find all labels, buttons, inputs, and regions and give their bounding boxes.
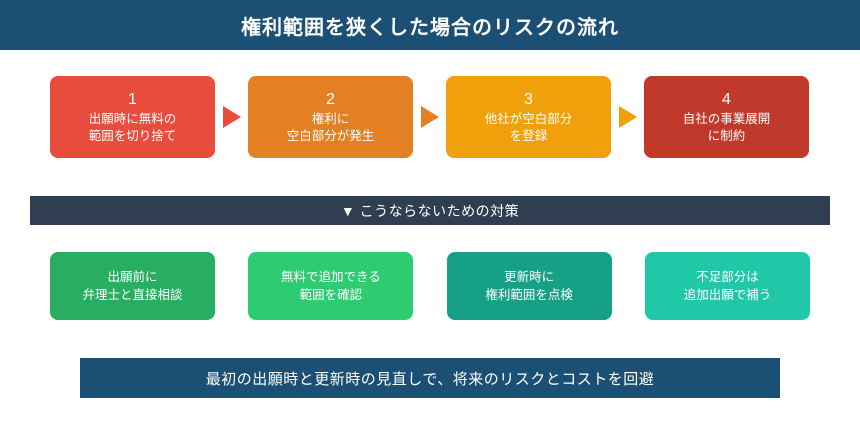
conclusion-banner: 最初の出願時と更新時の見直しで、将来のリスクとコストを回避 <box>80 358 780 398</box>
arrow-right-triangle-icon <box>222 106 241 128</box>
flow-step-3-number: 3 <box>524 90 533 108</box>
flow-step-4-number: 4 <box>722 90 731 108</box>
flow-step-2-number: 2 <box>326 90 335 108</box>
flow-arrow-3 <box>611 76 644 158</box>
measure-card-2-label: 無料で追加できる 範囲を確認 <box>280 270 381 302</box>
arrow-right-triangle-icon <box>420 106 439 128</box>
triangle-down-icon: ▼ <box>340 202 356 219</box>
measure-card-3[interactable]: 更新時に 権利範囲を点検 <box>446 252 612 320</box>
page-title: 権利範囲を狭くした場合のリスクの流れ <box>241 16 619 39</box>
flow-step-4[interactable]: 4 自社の事業展開 に制約 <box>644 76 809 158</box>
flow-step-4-label: 自社の事業展開 に制約 <box>682 111 771 143</box>
measure-card-3-label: 更新時に 権利範囲を点検 <box>485 270 573 302</box>
measure-card-1[interactable]: 出願前に 弁理士と直接相談 <box>50 252 215 320</box>
measure-card-1-label: 出願前に 弁理士と直接相談 <box>82 270 183 302</box>
flow-step-1[interactable]: 1 出願時に無料の 範囲を切り捨て <box>50 76 215 158</box>
flow-step-2-label: 権利に 空白部分が発生 <box>286 111 375 143</box>
measures-banner: ▼ こうならないための対策 <box>30 196 830 225</box>
measures-banner-label: ▼ こうならないための対策 <box>341 201 519 221</box>
measure-card-2[interactable]: 無料で追加できる 範囲を確認 <box>248 252 414 320</box>
flow-step-3-label: 他社が空白部分 を登録 <box>484 111 573 143</box>
measures-row: 出願前に 弁理士と直接相談 無料で追加できる 範囲を確認 更新時に 権利範囲を点… <box>50 252 810 320</box>
flow-arrow-1 <box>215 76 248 158</box>
measures-banner-text: こうならないための対策 <box>359 202 520 219</box>
conclusion-text: 最初の出願時と更新時の見直しで、将来のリスクとコストを回避 <box>205 370 655 388</box>
header-band: 権利範囲を狭くした場合のリスクの流れ <box>0 0 860 50</box>
arrow-right-triangle-icon <box>618 106 637 128</box>
flow-arrow-2 <box>413 76 446 158</box>
flow-step-3[interactable]: 3 他社が空白部分 を登録 <box>446 76 611 158</box>
flow-step-2[interactable]: 2 権利に 空白部分が発生 <box>248 76 413 158</box>
risk-flow-row: 1 出願時に無料の 範囲を切り捨て 2 権利に 空白部分が発生 3 他社が空白部… <box>50 76 810 158</box>
flow-step-1-number: 1 <box>128 90 137 108</box>
measure-card-4-label: 不足部分は 追加出願で補う <box>683 270 772 302</box>
flow-step-1-label: 出願時に無料の 範囲を切り捨て <box>88 111 177 143</box>
measure-card-4[interactable]: 不足部分は 追加出願で補う <box>644 252 810 320</box>
